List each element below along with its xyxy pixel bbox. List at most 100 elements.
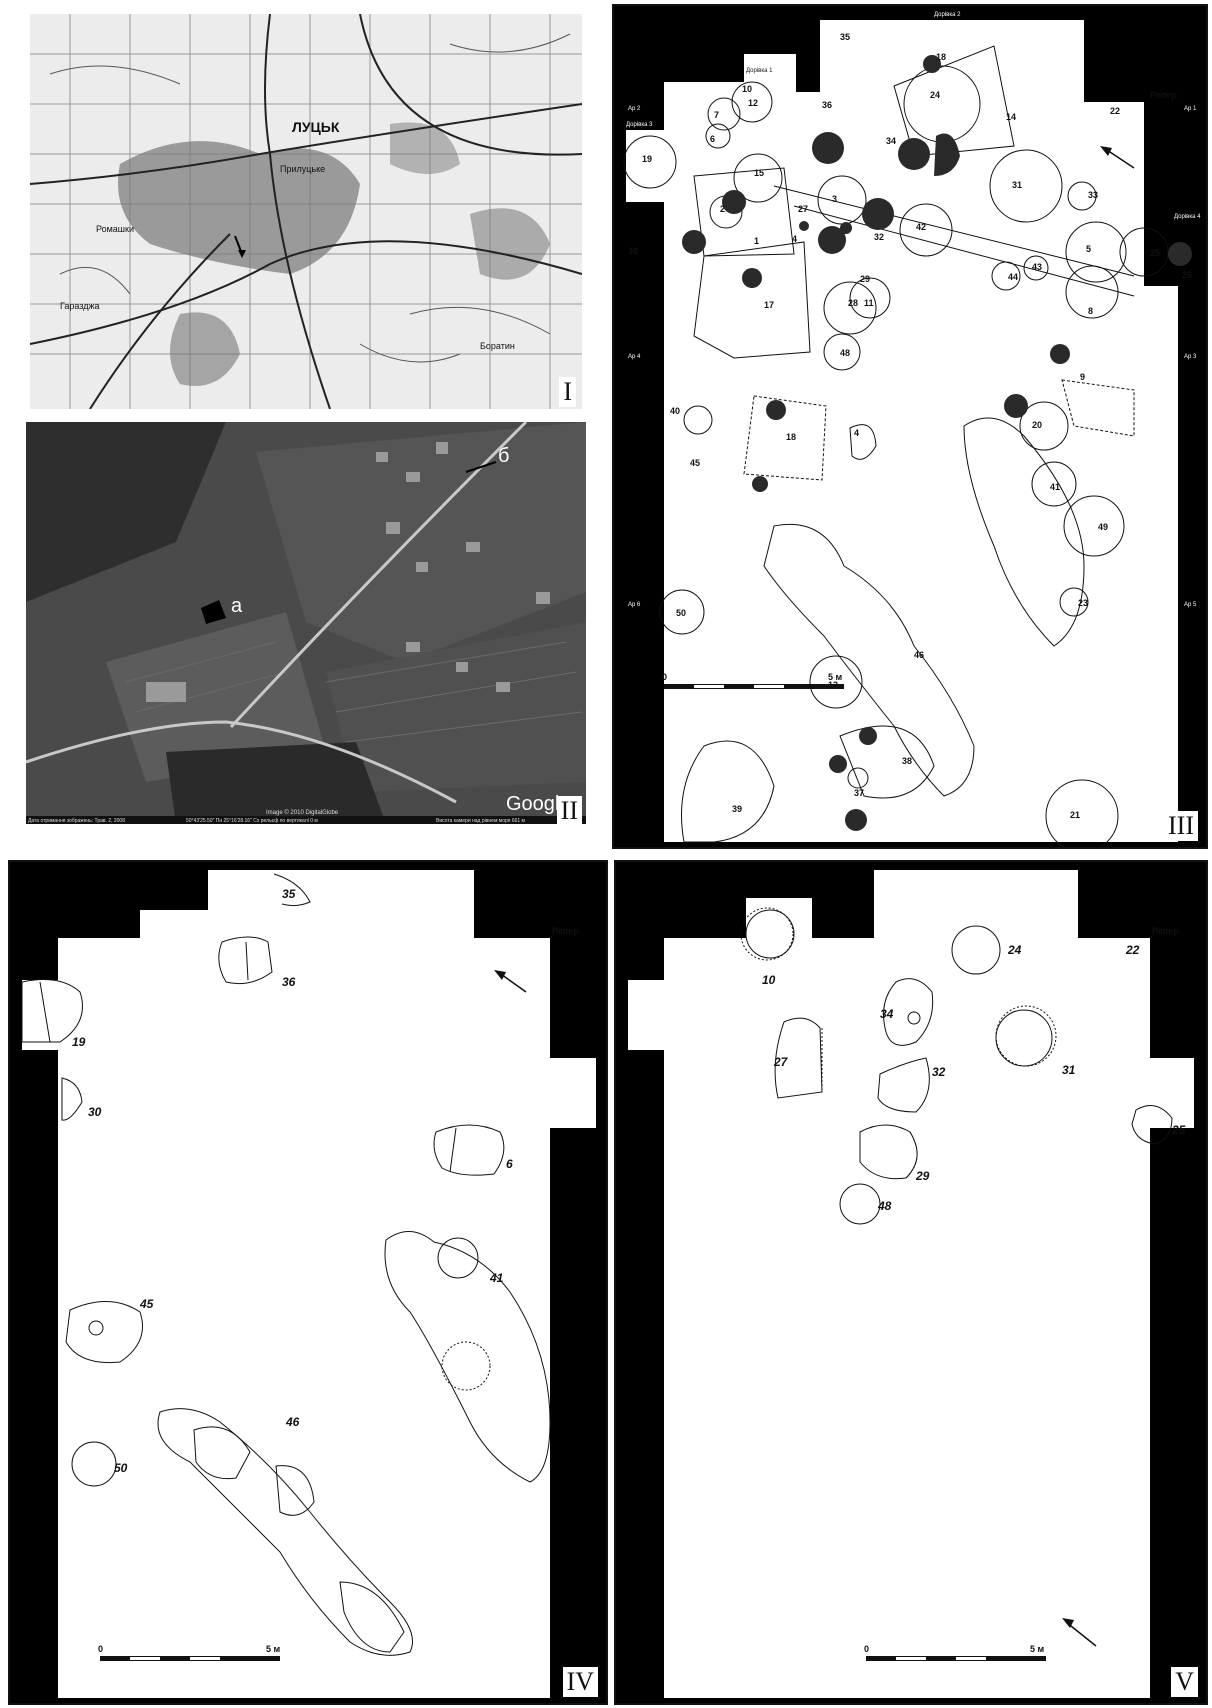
feature-number: 30	[88, 1105, 102, 1119]
site-label-a: а	[231, 595, 243, 617]
feature-number: 48	[840, 348, 850, 358]
scale-label-five: 5 м	[266, 1644, 281, 1654]
edge-label: Ар 6	[628, 602, 641, 608]
feature-number: 19	[642, 154, 652, 164]
feature-number: 40	[670, 406, 680, 416]
feature-number: 27	[773, 1055, 789, 1069]
scale-label-zero: 0	[98, 1644, 103, 1654]
topographic-map: ЛУЦЬК Ромашки Прилуцьке Гаразджа Боратин	[29, 13, 583, 410]
feature-number: 33	[1088, 190, 1098, 200]
edge-label: Ар 5	[1184, 602, 1197, 608]
feature-number: 27	[798, 204, 808, 214]
edge-label: Дорівка 4	[1174, 214, 1201, 220]
feature-number: 35	[840, 32, 850, 42]
feature-number: 46	[285, 1415, 300, 1429]
feature-number: 49	[1098, 522, 1108, 532]
edge-label: Дорівка 3	[626, 122, 653, 128]
feature-number: 9	[1080, 372, 1085, 382]
feature-number: 24	[930, 90, 940, 100]
feature-number: 20	[1032, 420, 1042, 430]
edge-label: Ар 2	[628, 106, 641, 112]
feature-number: 3	[832, 194, 837, 204]
feature-number: 36	[282, 975, 296, 989]
buildings	[146, 442, 550, 702]
feature-number: 18	[786, 432, 796, 442]
feature-number: 39	[732, 804, 742, 814]
feature-number: 29	[915, 1169, 930, 1183]
imagery-coordinates: 50°43'25.50" Пн 25°16'28.16" Сх рельєф п…	[186, 818, 318, 824]
camera-altitude: Висота камери над рівнем моря 661 м	[436, 818, 526, 824]
feature-number: 32	[932, 1065, 946, 1079]
feature-number: 38	[902, 756, 912, 766]
feature-number: 14	[1006, 112, 1016, 122]
feature-number: 10	[742, 84, 752, 94]
feature-number: 26	[1182, 270, 1192, 280]
satellite-image: а б Google Image © 2010 DigitalGlobe Дат…	[25, 420, 586, 824]
edge-label: Ар 4	[628, 354, 641, 360]
feature-number: 31	[1012, 180, 1022, 190]
imagery-date: Дата отримання зображень: Трав. 2, 2008	[28, 818, 125, 824]
feature-number: 50	[676, 608, 686, 618]
map-label: Прилуцьке	[280, 164, 325, 174]
dark-fill-features	[682, 55, 1192, 831]
contour-lines	[49, 33, 571, 363]
feature-number: 23	[1078, 598, 1088, 608]
satellite-image-panel: а б Google Image © 2010 DigitalGlobe Дат…	[25, 420, 586, 826]
feature-number: 24	[1007, 943, 1022, 957]
panel-number: II	[556, 796, 582, 826]
topographic-map-panel: ЛУЦЬК Ромашки Прилуцьке Гаразджа Боратин…	[29, 13, 583, 410]
feature-number: 18	[936, 52, 946, 62]
feature-number: 43	[1032, 262, 1042, 272]
scale-label-five: 5 м	[828, 672, 843, 682]
edge-label: Ар 3	[1184, 354, 1197, 360]
feature-number: 35	[282, 887, 296, 901]
edge-label: Ар 1	[1184, 106, 1197, 112]
feature-number: 28	[848, 298, 858, 308]
scale-label-zero: 0	[864, 1644, 869, 1654]
benchmark-label: Репер	[1152, 926, 1179, 936]
feature-number: 15	[754, 168, 764, 178]
feature-number: 45	[690, 458, 700, 468]
feature-number: 19	[72, 1035, 86, 1049]
feature-number: 34	[880, 1007, 894, 1021]
feature-number: 4	[854, 428, 859, 438]
feature-number: 34	[886, 136, 896, 146]
feature-number: 10	[762, 973, 776, 987]
google-logo: Google	[506, 793, 571, 815]
feature-number: 8	[1088, 306, 1093, 316]
benchmark-label: Репер	[1150, 90, 1177, 100]
feature-number: 2	[720, 204, 725, 214]
scale-label-five: 5 м	[1030, 1644, 1045, 1654]
feature-number: 25	[1171, 1123, 1186, 1137]
feature-number: 6	[506, 1157, 513, 1171]
feature-number: 13	[828, 680, 838, 690]
feature-number: 31	[1062, 1063, 1076, 1077]
feature-number: 7	[714, 110, 719, 120]
edge-label: Дорівка 2	[934, 12, 961, 18]
feature-number: 46	[914, 650, 924, 660]
feature-number: 41	[489, 1271, 504, 1285]
panel-number: I	[559, 377, 576, 407]
feature-number: 5	[1086, 244, 1091, 254]
feature-number: 37	[854, 788, 864, 798]
north-arrow-icon	[494, 970, 527, 993]
map-place-label: ЛУЦЬК	[292, 119, 340, 135]
feature-number: 25	[1150, 248, 1160, 258]
feature-number: 11	[864, 298, 874, 308]
feature-number: 17	[764, 300, 774, 310]
feature-number: 45	[139, 1297, 154, 1311]
feature-number: 32	[874, 232, 884, 242]
map-label: Гаразджа	[60, 301, 100, 311]
feature-number: 22	[1110, 106, 1120, 116]
panel-number: IV	[562, 1667, 598, 1697]
feature-number: 30	[628, 246, 638, 256]
site-label-b: б	[498, 445, 509, 467]
benchmark-label: Репер	[552, 926, 579, 936]
feature-number: 36	[822, 100, 832, 110]
feature-number: 6	[710, 134, 715, 144]
urban-area	[118, 122, 550, 386]
